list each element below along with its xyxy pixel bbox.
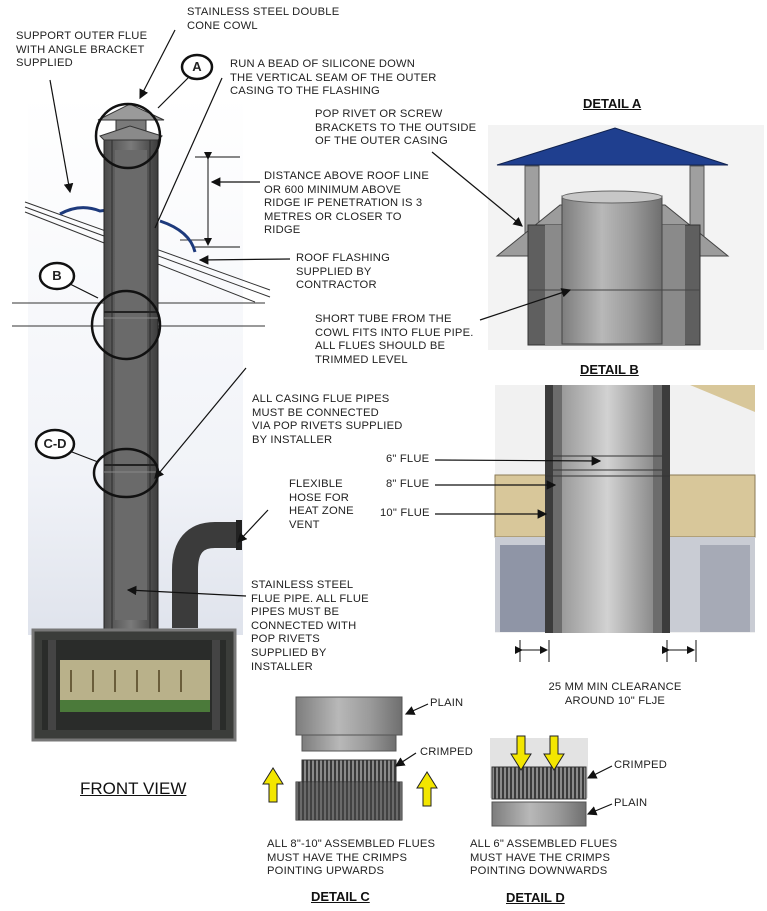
circle-b: [90, 289, 162, 361]
crimped-d-label: CRIMPED: [614, 759, 667, 771]
flashing-label: ROOF FLASHING SUPPLIED BY CONTRACTOR: [296, 252, 390, 292]
support-label: SUPPORT OUTER FLUE WITH ANGLE BRACKET SU…: [16, 30, 148, 70]
callout-a-bubble: [180, 53, 214, 81]
detail-c-title: DETAIL C: [311, 889, 370, 904]
front-leaders: [49, 29, 291, 597]
detail-a-title: DETAIL A: [583, 96, 642, 111]
flexible-hose: [172, 522, 240, 628]
callout-cd: C-D: [43, 436, 67, 451]
detail-a-drawing: [488, 125, 764, 350]
clearance-label: 25 MM MIN CLEARANCE AROUND 10" FLJE: [548, 681, 682, 707]
short-tube-label: SHORT TUBE FROM THE COWL FITS INTO FLUE …: [315, 313, 474, 366]
callout-cd-leader: [71, 451, 99, 463]
flue-pipe: [103, 139, 159, 631]
callout-b: B: [52, 268, 62, 283]
callout-b-leader: [69, 283, 99, 299]
detail-c-drawing: [262, 696, 438, 821]
detail-d-leaders: [586, 765, 613, 816]
roof-flashing-right: [159, 219, 197, 253]
note-c-label: ALL 8"-10" ASSEMBLED FLUES MUST HAVE THE…: [267, 838, 436, 878]
callout-cd-bubble: [34, 428, 76, 460]
distance-label: DISTANCE ABOVE ROOF LINE OR 600 MINIMUM …: [264, 170, 429, 237]
detail-b-title: DETAIL B: [580, 362, 639, 377]
fireplace: [31, 628, 237, 742]
down-arrow-left: [510, 735, 532, 771]
crimped-c-label: CRIMPED: [420, 746, 473, 758]
detail-c-leaders: [394, 703, 429, 767]
callout-a: A: [192, 59, 202, 74]
cowl-front: [97, 103, 165, 141]
detail-d-title: DETAIL D: [506, 890, 565, 905]
casing-connected-label: ALL CASING FLUE PIPES MUST BE CONNECTED …: [252, 393, 403, 446]
silicone-label: RUN A BEAD OF SILICONE DOWN THE VERTICAL…: [230, 58, 437, 98]
detail-b-leaders: [434, 456, 602, 519]
roof-distance-dimension: [195, 152, 240, 248]
flexible-hose-label: FLEXIBLE HOSE FOR HEAT ZONE VENT: [289, 478, 354, 531]
callout-a-leader: [157, 77, 189, 109]
detail-b-dimensions: [515, 640, 697, 662]
flue-6-label: 6" FLUE: [386, 453, 430, 465]
plain-d-label: PLAIN: [614, 797, 648, 809]
down-arrow-right: [543, 735, 565, 771]
pop-rivet-brackets-label: POP RIVET OR SCREW BRACKETS TO THE OUTSI…: [315, 108, 477, 148]
roof-flashing-left: [59, 206, 109, 216]
flue-8-label: 8" FLUE: [386, 478, 430, 490]
detail-d-drawing: [490, 735, 588, 827]
front-view-drawing: [12, 53, 271, 742]
callout-b-bubble: [38, 261, 76, 291]
front-view-title: FRONT VIEW: [80, 779, 187, 798]
detail-b-drawing: [494, 385, 756, 633]
detail-a-leaders: [431, 151, 572, 321]
circle-a: [94, 102, 162, 170]
cowl-blue-cap: [496, 127, 729, 166]
cowl-label: STAINLESS STEEL DOUBLE CONE COWL: [187, 6, 340, 32]
flue-10-label: 10" FLUE: [380, 507, 430, 519]
up-arrow-right: [416, 771, 438, 807]
note-d-label: ALL 6" ASSEMBLED FLUES MUST HAVE THE CRI…: [470, 838, 618, 878]
up-arrow-left: [262, 767, 284, 803]
plain-c-label: PLAIN: [430, 697, 464, 709]
stainless-pipe-label: STAINLESS STEEL FLUE PIPE. ALL FLUE PIPE…: [251, 579, 369, 673]
